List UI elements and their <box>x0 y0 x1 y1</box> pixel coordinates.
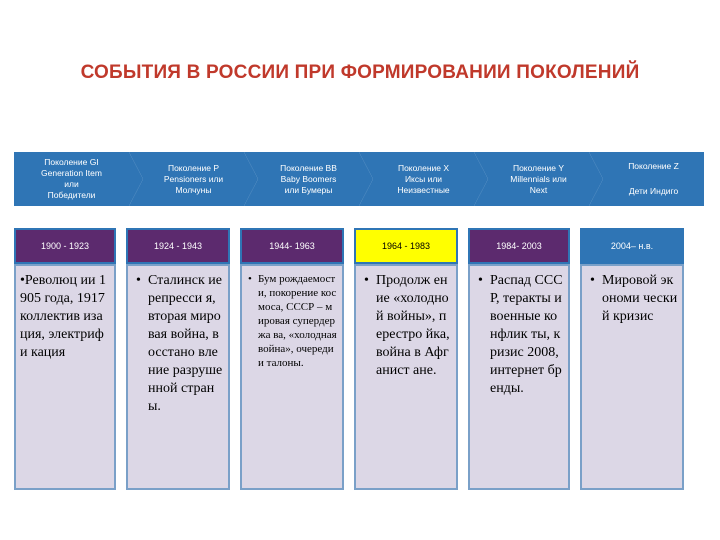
period-years-header: 1900 - 1923 <box>14 228 116 264</box>
period-events-text: •Бум рождаемост и, покорение космоса, СС… <box>248 273 337 369</box>
generation-nickname: Молчуны <box>175 184 212 195</box>
generation-chevron-y: Поколение Y Millennials или Next <box>474 152 603 206</box>
period-events-text: •Мировой экономи ческий кризис <box>590 273 678 324</box>
page-title: СОБЫТИЯ В РОССИИ ПРИ ФОРМИРОВАНИИ ПОКОЛЕ… <box>80 62 640 83</box>
generation-nickname: Дети Индиго <box>628 186 679 196</box>
period-years-header: 1984- 2003 <box>468 228 570 264</box>
generation-alt-name: Иксы или <box>404 173 443 184</box>
period-years-header: 1924 - 1943 <box>126 228 230 264</box>
period-years-header: 2004– н.в. <box>580 228 684 264</box>
period-events-box: •Революц ии 1905 года, 1917 коллектив из… <box>14 264 116 490</box>
generation-or: или <box>64 179 79 189</box>
generation-name: Поколение GI <box>44 157 99 167</box>
period-events-box: •Бум рождаемост и, покорение космоса, СС… <box>240 264 344 490</box>
period-years-header: 1964 - 1983 <box>354 228 458 264</box>
generation-chevron-bb: Поколение ВВ Baby Boomers или Бумеры <box>244 152 373 206</box>
period-years-header: 1944- 1963 <box>240 228 344 264</box>
generation-name: Поколение Р <box>167 162 220 173</box>
period-events-box: •Распад СССР, теракты и военные конфлик … <box>468 264 570 490</box>
bullet: • <box>478 273 483 288</box>
bullet: • <box>20 273 25 288</box>
period-events-text: •Продолж ение «холодно й войны», перестр… <box>364 273 450 378</box>
bullet: • <box>364 273 369 288</box>
generation-chevron-z: Поколение Z Дети Индиго <box>589 152 704 206</box>
bullet: • <box>590 273 595 288</box>
generation-name: Поколение ВВ <box>280 162 337 173</box>
period-events-text: •Революц ии 1905 года, 1917 коллектив из… <box>20 273 106 360</box>
period-events-box: •Сталинск ие репресси я, вторая мировая … <box>126 264 230 490</box>
bullet: • <box>136 273 141 288</box>
generation-chevron-p: Поколение Р Pensioners или Молчуны <box>129 152 258 206</box>
generation-alt-name: Pensioners или <box>163 173 224 184</box>
period-events-text: •Распад СССР, теракты и военные конфлик … <box>478 273 563 396</box>
period-events-box: •Продолж ение «холодно й войны», перестр… <box>354 264 458 490</box>
generation-name: Поколение Z <box>628 161 679 171</box>
generation-chevron-gi: Поколение GI Generation Item или Победит… <box>14 152 143 206</box>
generation-alt-name: Generation Item <box>41 168 102 178</box>
bullet: • <box>248 273 252 285</box>
generation-nickname: Неизвестные <box>397 184 450 195</box>
generation-nickname: Победители <box>47 190 96 200</box>
generation-timeline: Поколение GI Generation Item или Победит… <box>14 152 706 206</box>
period-events-text: •Сталинск ие репресси я, вторая мировая … <box>136 273 223 414</box>
generation-nickname: или Бумеры <box>284 184 333 195</box>
generation-alt-name: Baby Boomers <box>280 173 337 184</box>
generation-name: Поколение Y <box>512 162 565 173</box>
period-events-box: •Мировой экономи ческий кризис <box>580 264 684 490</box>
generation-nickname: Next <box>529 184 548 195</box>
generation-alt-name: Millennials или <box>510 173 567 184</box>
generation-name: Поколение Х <box>397 162 450 173</box>
generation-chevron-x: Поколение Х Иксы или Неизвестные <box>359 152 488 206</box>
